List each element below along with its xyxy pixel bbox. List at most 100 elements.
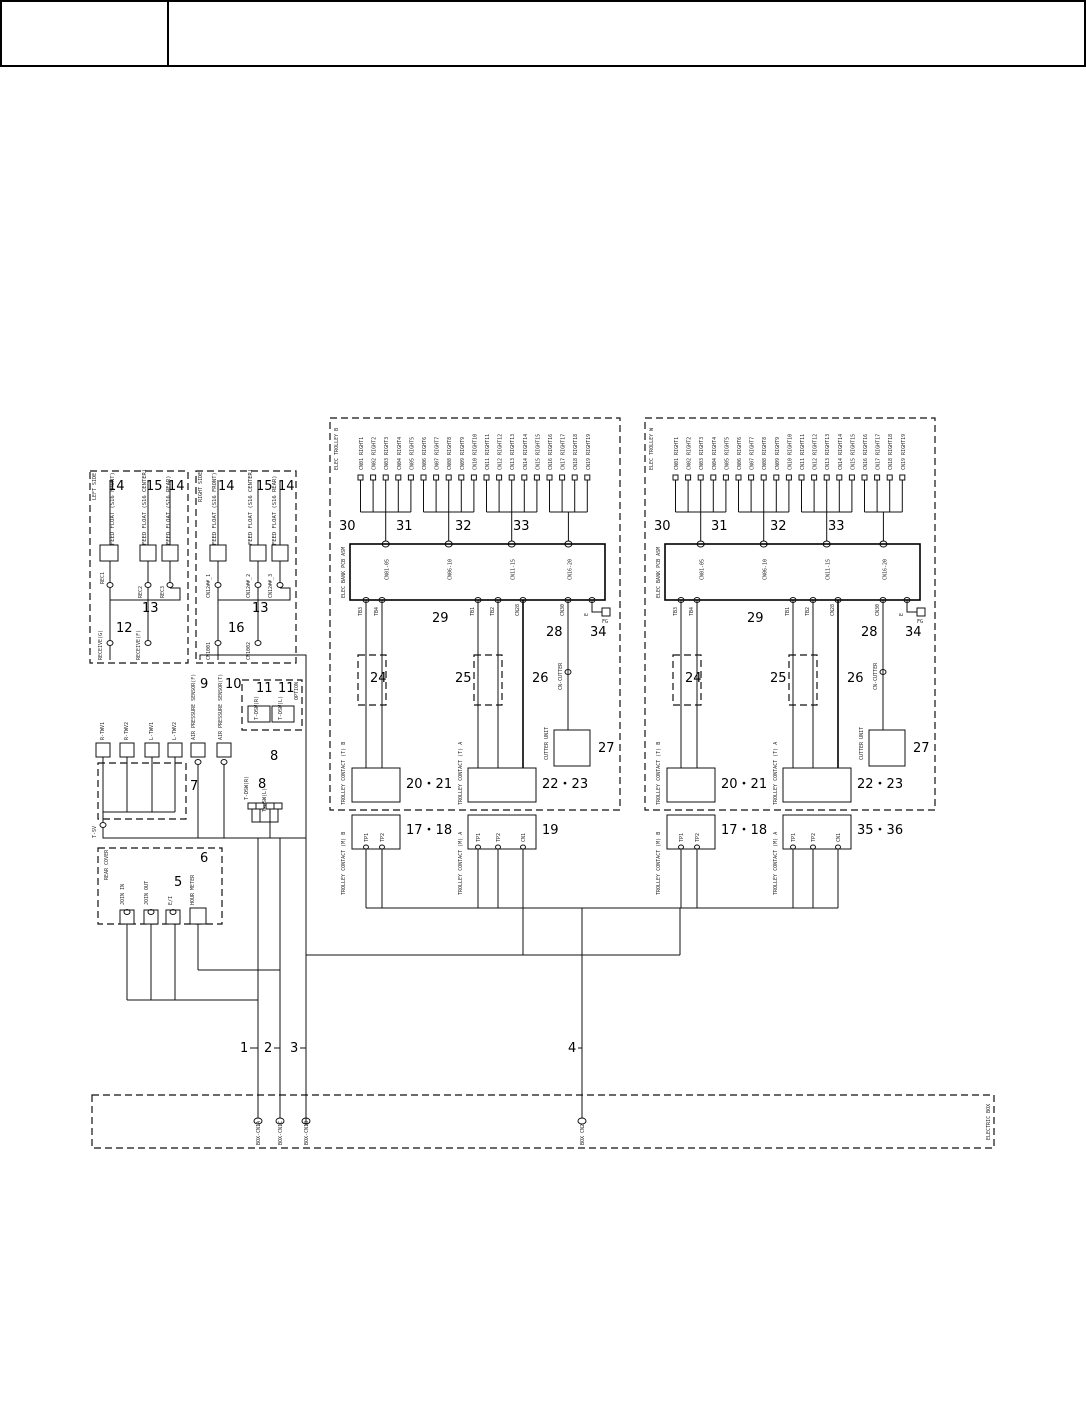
machine-contact-2-port-label-2: TP2 <box>496 833 502 842</box>
trolley_w-lower-port-label-7: E <box>899 613 905 616</box>
rear-item-join-in: JOIN IN <box>120 884 126 905</box>
machine-contact-2-num: 19 <box>542 823 559 838</box>
trolley-b-n26: 26 <box>532 671 549 686</box>
machine-contact-1-label: TROLLEY CONTACT (M) B <box>341 832 347 895</box>
trolley-w-n27: 27 <box>913 741 930 756</box>
trolley-w-contact-b-num: 20・21 <box>721 777 767 792</box>
electric-box-group: ELECTRIC BOX BOX-CN1A BOX-CN1C BOX-CN1B … <box>91 1094 995 1149</box>
rear-item-ei: E/I <box>168 896 174 905</box>
trolley_b-cn-pin-11 <box>483 474 490 481</box>
trolley_w-cn-pin-13 <box>823 474 830 481</box>
machine-contact-4-label: TROLLEY CONTACT (M) A <box>773 832 779 895</box>
harness-num-4: 4 <box>568 1041 576 1056</box>
trolley_b-lower-port-7 <box>588 597 596 603</box>
trolley-w-n28: 28 <box>861 625 878 640</box>
trolley-w-n24: 24 <box>685 671 702 686</box>
trolley_b-cn-pin-1 <box>357 474 364 481</box>
trolley_w-cn-label-8: CN08 RIGHT8 <box>762 437 768 470</box>
trolley-b-grp-32: 32 <box>455 519 472 534</box>
trolley-b-grp-31: 31 <box>396 519 413 534</box>
trolley_b-cn-pin-10 <box>470 474 477 481</box>
trolley_b-cn-label-8: CN08 RIGHT8 <box>447 437 453 470</box>
trolley_w-lower-port-label-5: CN28 <box>830 604 836 616</box>
trolley_w-cn-pin-11 <box>798 474 805 481</box>
trolley-b-pcb-number: 29 <box>432 611 449 626</box>
trolley_w-cn-pin-4 <box>710 474 717 481</box>
trolley-w-cutter-unit: CUTTER UNIT <box>859 727 865 760</box>
left-side-group: LEFT SIDE 14 15 14 FEED FLOAT (S16 FRONT… <box>89 469 189 664</box>
trolley_b-cn-label-3: CN03 RIGHT3 <box>384 437 390 470</box>
trolley_b-cn-label-13: CN13 RIGHT13 <box>510 434 516 470</box>
trolley_b-cn-label-11: CN11 RIGHT11 <box>485 434 491 470</box>
trolley_w-lower-port-label-1: TB3 <box>673 607 679 616</box>
left-float-rear: FEED FLOAT (S16 REAR) <box>166 475 172 545</box>
option-num-2: 11 <box>278 681 295 696</box>
trolley_b-cn-label-19: CN19 RIGHT19 <box>586 434 592 470</box>
trolley_w-lower-port-7 <box>903 597 911 603</box>
trolley-b-n27: 27 <box>598 741 615 756</box>
box-conn-1a: BOX-CN1A <box>256 1121 262 1145</box>
trolley-w-fg: FG <box>917 619 923 625</box>
sensor-label-2: AIR PRESSURE SENSOR(T) <box>218 674 224 740</box>
trolley_b-cn-pin-4 <box>395 474 402 481</box>
trolley_w-lower-port-label-6: CN30 <box>875 604 881 616</box>
right-float-center: FEED FLOAT (S16 CENTER) <box>248 469 254 545</box>
machine-contact-3-label: TROLLEY CONTACT (M) B <box>656 832 662 895</box>
right-num-15: 15 <box>256 479 273 494</box>
rear-cover-group: REAR COVER 5 6 JOIN IN JOIN OUT E/I HOUR… <box>97 847 281 1118</box>
harness-num-2: 2 <box>264 1041 272 1056</box>
trolley-b-contact-a: TROLLEY CONTACT (T) A <box>458 742 464 805</box>
right-float-rear: FEED FLOAT (S16 REAR) <box>272 475 278 545</box>
trolley_w-lower-port-1 <box>677 597 685 603</box>
rear-cover-num-6: 6 <box>200 851 208 866</box>
harness-num-3: 3 <box>290 1041 298 1056</box>
trolley-w-grp-32: 32 <box>770 519 787 534</box>
option-label-2: T-DSW(L) <box>278 696 284 720</box>
machine-contact-1-port-label-1: TP1 <box>364 833 370 842</box>
trolley_w-cn-pin-7 <box>748 474 755 481</box>
machine-contact-1-port-label-2: TP2 <box>380 833 386 842</box>
trolley_b-cn-label-2: CN02 RIGHT2 <box>372 437 378 470</box>
trolley_w-cn-pin-5 <box>722 474 729 481</box>
trolley_b-cn-pin-9 <box>458 474 465 481</box>
trolley_b-lower-port-label-2: TB4 <box>374 607 380 616</box>
trolley_b-lower-port-label-5: CN28 <box>515 604 521 616</box>
valve-label-2: R-TWV2 <box>124 722 130 740</box>
trolley_b-cn-pin-16 <box>546 474 553 481</box>
trolley_b-cn-pin-7 <box>433 474 440 481</box>
machine-contact-4-port-label-1: TP1 <box>791 833 797 842</box>
right-float-front: FEED FLOAT (S16 FRONT) <box>212 472 218 545</box>
left-side-title: LEFT SIDE <box>92 473 98 500</box>
trolley_w-cn-label-18: CN18 RIGHT18 <box>888 434 894 470</box>
trolley_w-cn-label-17: CN17 RIGHT17 <box>876 434 882 470</box>
sensor-group: 9 10 AIR PRESSURE SENSOR(F) AIR PRESSURE… <box>190 674 283 838</box>
right-num-16: 16 <box>228 621 245 636</box>
valve-label-1: R-TWV1 <box>100 722 106 740</box>
trolley_w-cn-pin-12 <box>811 474 818 481</box>
trolley_b-cn-pin-8 <box>445 474 452 481</box>
trolley-w-contact-b: TROLLEY CONTACT (T) B <box>656 742 662 805</box>
trolley_w-cn-pin-3 <box>697 474 704 481</box>
machine-contacts-group: TROLLEY CONTACT (M) B TROLLEY CONTACT (M… <box>306 814 903 1118</box>
trolley-b-grp-33: 33 <box>513 519 530 534</box>
trolley_b-lower-port-label-6: CN30 <box>560 604 566 616</box>
switch-num-8a: 8 <box>258 777 266 792</box>
header-table <box>0 0 1086 67</box>
trolley_b-pcb-port-label-4: CN16-20 <box>567 559 573 580</box>
left-num-14b: 14 <box>168 479 185 494</box>
trolley-b-grp-30: 30 <box>339 519 356 534</box>
trolley_w-lower-port-4 <box>809 597 817 603</box>
trolley_b-cn-pin-18 <box>571 474 578 481</box>
trolley_b-cn-pin-13 <box>508 474 515 481</box>
trolley-w-pcb-number: 29 <box>747 611 764 626</box>
trolley_b-lower-port-5 <box>519 597 527 603</box>
sensor-num-9: 9 <box>200 677 208 692</box>
trolley_b-lower-port-label-1: TB3 <box>358 607 364 616</box>
trolley_b-cn-pin-15 <box>533 474 540 481</box>
tsv-label: T-SV <box>92 826 98 838</box>
trolley_b-lower-port-6 <box>564 597 572 603</box>
left-conn-rec3: REC3 <box>160 586 166 598</box>
